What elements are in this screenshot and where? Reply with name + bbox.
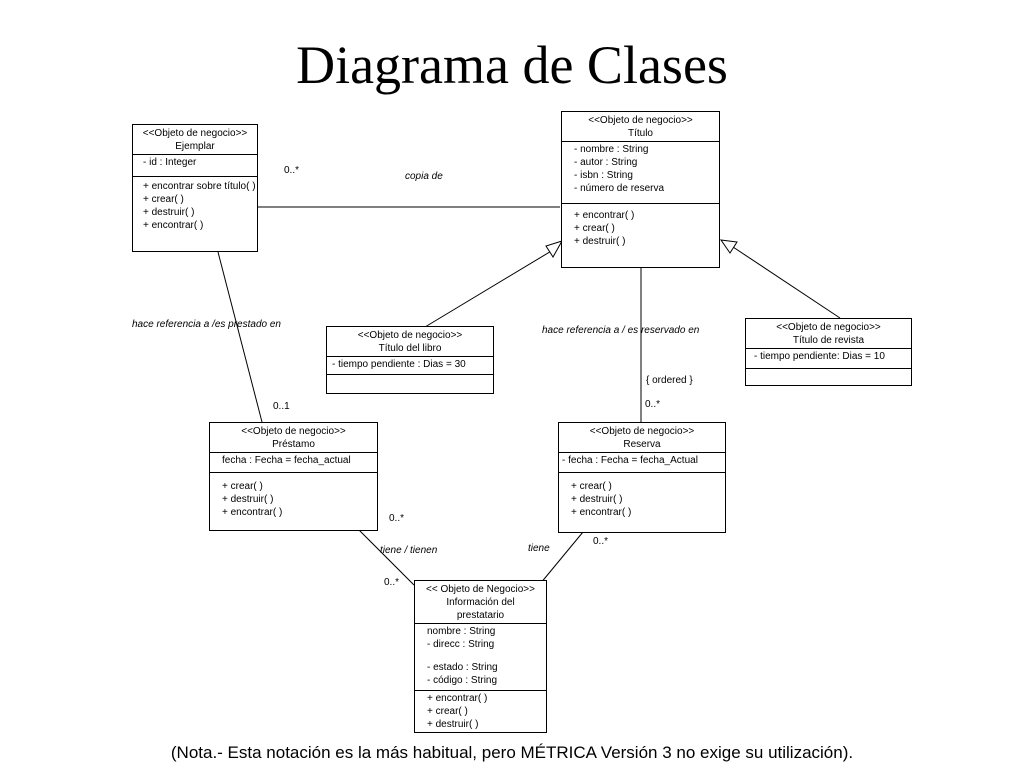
reserva-op: + crear( ) (571, 481, 612, 492)
titulo-op: + destruir( ) (574, 236, 626, 247)
reserva-op: + destruir( ) (571, 494, 623, 505)
info-prestatario-name-line2: prestatario (456, 610, 505, 621)
ejemplar-op: + destruir( ) (143, 207, 195, 218)
ejemplar-stereotype: <<Objeto de negocio>> (142, 128, 248, 139)
class-ejemplar: <<Objeto de negocio>> Ejemplar - id : In… (132, 124, 258, 252)
assoc-ejemplar-prestamo-line (217, 251, 263, 423)
page-title: Diagrama de Clases (296, 35, 728, 95)
prestamo-op: + destruir( ) (222, 494, 274, 505)
assoc-label-prestado: hace referencia a /es prestado en (132, 319, 281, 330)
multiplicity-ejemplar-titulo: 0..* (284, 165, 300, 176)
titulo-op: + crear( ) (574, 223, 615, 234)
prestamo-name: Préstamo (272, 439, 315, 450)
info-prestatario-op: + crear( ) (427, 706, 468, 717)
ejemplar-name: Ejemplar (175, 141, 215, 152)
info-prestatario-op: + destruir( ) (427, 719, 479, 730)
titulo-libro-stereotype: <<Objeto de negocio>> (357, 330, 463, 341)
reserva-name: Reserva (623, 439, 661, 450)
titulo-op: + encontrar( ) (574, 210, 635, 221)
info-prestatario-name-line1: Información del (446, 597, 515, 608)
class-prestamo: <<Objeto de negocio>> Préstamo fecha : F… (209, 422, 378, 531)
multiplicity-titulo-reserva: 0..* (645, 399, 661, 410)
titulo-libro-attr: - tiempo pendiente : Dias = 30 (332, 359, 466, 370)
info-prestatario-attr: - código : String (427, 675, 498, 686)
assoc-label-tiene-tienen: tiene / tienen (380, 545, 438, 556)
prestamo-op: + crear( ) (222, 481, 263, 492)
info-prestatario-attr: - estado : String (427, 662, 498, 673)
multiplicity-ejemplar-prestamo: 0..1 (273, 401, 290, 412)
generalization-libro-line (424, 249, 554, 328)
reserva-stereotype: <<Objeto de negocio>> (589, 426, 695, 437)
prestamo-attr: fecha : Fecha = fecha_actual (222, 455, 351, 466)
assoc-label-tiene: tiene (528, 543, 550, 554)
reserva-attr: - fecha : Fecha = fecha_Actual (562, 455, 698, 466)
assoc-label-reservado: hace referencia a / es reservado en (542, 325, 700, 336)
titulo-attr: - isbn : String (574, 170, 633, 181)
class-titulo-revista: <<Objeto de negocio>> Título de revista … (745, 318, 912, 386)
multiplicity-prestamo-info: 0..* (389, 513, 405, 524)
titulo-stereotype: <<Objeto de negocio>> (588, 115, 693, 126)
footnote: (Nota.- Esta notación es la más habitual… (170, 743, 854, 762)
assoc-prestamo-info-line (356, 527, 415, 586)
ejemplar-op: + encontrar( ) (143, 220, 204, 231)
info-prestatario-stereotype: << Objeto de Negocio>> (426, 584, 535, 595)
class-reserva: <<Objeto de negocio>> Reserva - fecha : … (558, 422, 726, 533)
assoc-reserva-info-line (539, 531, 584, 585)
titulo-attr: - autor : String (574, 157, 638, 168)
titulo-revista-name: Título de revista (792, 335, 865, 346)
titulo-libro-name: Título del libro (378, 343, 442, 354)
multiplicity-reserva-info: 0..* (593, 536, 609, 547)
titulo-name: Título (627, 128, 653, 139)
class-titulo: <<Objeto de negocio>> Título - nombre : … (561, 111, 720, 268)
info-prestatario-attr: nombre : String (427, 626, 496, 637)
info-prestatario-attr: - direcc : String (427, 639, 495, 650)
prestamo-op: + encontrar( ) (222, 507, 283, 518)
titulo-revista-stereotype: <<Objeto de negocio>> (776, 322, 881, 333)
constraint-ordered: { ordered } (646, 375, 693, 386)
info-prestatario-op: + encontrar( ) (427, 693, 488, 704)
titulo-revista-attr: - tiempo pendiente: Dias = 10 (754, 351, 885, 362)
assoc-label-copia-de: copia de (405, 171, 443, 182)
generalization-revista-arrowhead (719, 239, 738, 254)
reserva-op: + encontrar( ) (571, 507, 632, 518)
ejemplar-op: + crear( ) (143, 194, 184, 205)
ejemplar-op: + encontrar sobre título( ) (143, 181, 256, 192)
multiplicity-info-prestamo: 0..* (384, 577, 400, 588)
titulo-attr: - nombre : String (574, 144, 649, 155)
ejemplar-attr: - id : Integer (143, 157, 197, 168)
class-titulo-libro: <<Objeto de negocio>> Título del libro -… (326, 326, 494, 394)
generalization-revista-line (729, 244, 841, 319)
prestamo-stereotype: <<Objeto de negocio>> (241, 426, 346, 437)
generalization-libro-arrowhead (545, 240, 564, 258)
class-info-prestatario: << Objeto de Negocio>> Información del p… (414, 580, 547, 733)
titulo-attr: - número de reserva (574, 183, 665, 194)
